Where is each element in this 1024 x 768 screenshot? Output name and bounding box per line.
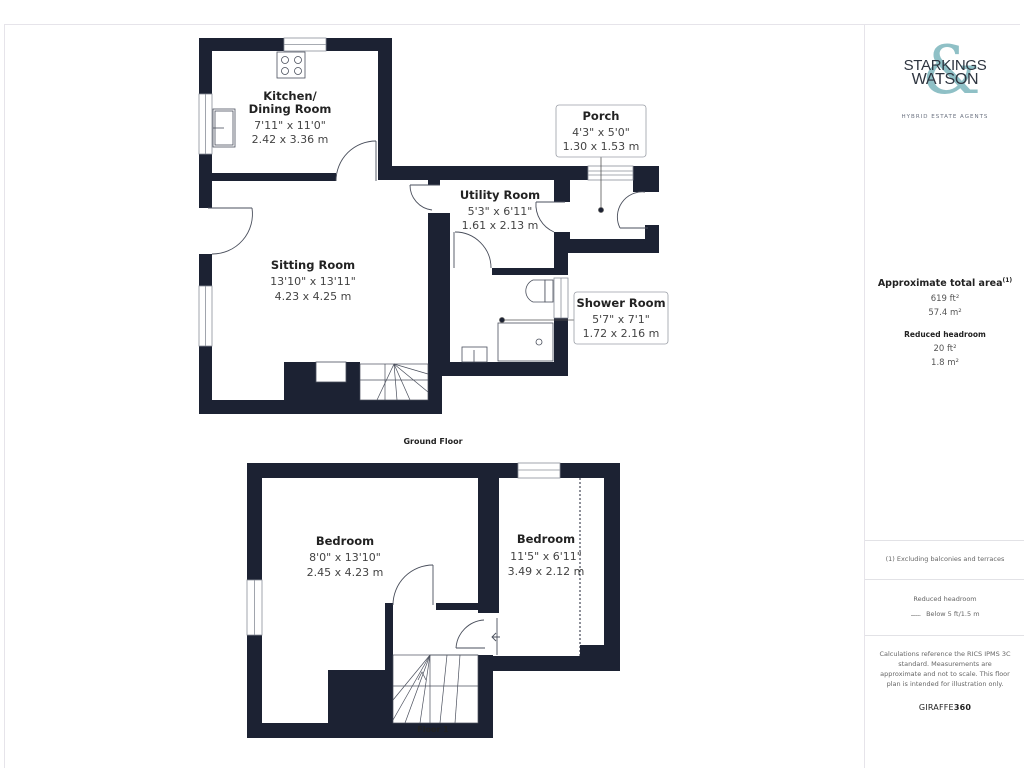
reduced-headroom-m: 1.8 m² — [931, 358, 959, 369]
kitchen-name-line2: Dining Room — [249, 102, 332, 116]
total-area-title: Approximate total area(1) — [865, 277, 1024, 289]
dotted-line-icon: ......... — [910, 610, 921, 618]
shower-dim-metric: 1.72 x 2.16 m — [583, 327, 660, 340]
bedroom1-name: Bedroom — [316, 534, 374, 548]
credit-number: 360 — [953, 703, 972, 712]
basin-icon — [461, 346, 488, 363]
giraffe360-credit: GIRAFFE360 — [865, 703, 1024, 712]
total-area-title-text: Approximate total area — [877, 278, 1003, 290]
utility-dim-metric: 1.61 x 2.13 m — [462, 219, 539, 232]
reduced-headroom-ft: 20 ft² — [933, 344, 957, 355]
bedroom2-window — [517, 462, 561, 479]
kitchen-name-line1: Kitchen/ — [263, 89, 317, 103]
porch-name: Porch — [582, 109, 619, 123]
divider — [865, 579, 1024, 580]
porch-dim-imperial: 4'3" x 5'0" — [572, 126, 630, 139]
first-floor-label: Floor 1 — [417, 725, 449, 734]
total-area-ft: 619 ft² — [930, 294, 960, 305]
kitchen-dim-imperial: 7'11" x 11'0" — [254, 119, 326, 132]
kitchen-dim-metric: 2.42 x 3.36 m — [252, 133, 329, 146]
utility-name: Utility Room — [460, 188, 540, 202]
footnote-marker: (1) — [1002, 277, 1013, 284]
shower-dim-imperial: 5'7" x 7'1" — [592, 313, 650, 326]
brand-line1: STARKINGS — [903, 57, 987, 74]
divider — [865, 540, 1024, 541]
divider — [865, 635, 1024, 636]
brand-tagline: HYBRID ESTATE AGENTS — [901, 114, 989, 120]
first-floor-walls — [247, 463, 620, 738]
ground-floor-plan: Kitchen/ Dining Room 7'11" x 11'0" 2.42 … — [198, 37, 669, 446]
total-area-m: 57.4 m² — [928, 308, 962, 319]
first-floor-plan: Bedroom 8'0" x 13'10" 2.45 x 4.23 m Bedr… — [246, 462, 620, 738]
bedroom2-dim-imperial: 11'5" x 6'11" — [510, 550, 582, 563]
first-floor-stairs — [392, 654, 479, 724]
disclaimer: Calculations reference the RICS IPMS 3C … — [879, 650, 1011, 688]
reduced-headroom-title: Reduced headroom — [904, 330, 986, 340]
shower-tray-icon — [497, 322, 554, 362]
legend-title: Reduced headroom — [913, 595, 977, 603]
arrow-left-icon — [491, 632, 500, 642]
credit-text: GIRAFFE — [918, 703, 954, 712]
first-floor-doors — [392, 564, 498, 655]
ground-floor-walls — [199, 38, 659, 414]
bedroom1-dim-imperial: 8'0" x 13'10" — [309, 551, 381, 564]
bedroom2-dim-metric: 3.49 x 2.12 m — [508, 565, 585, 578]
porch-callout-box — [555, 104, 647, 158]
ground-floor-stairs — [359, 363, 429, 401]
utility-dim-imperial: 5'3" x 6'11" — [468, 205, 533, 218]
porch-top-window — [587, 165, 634, 181]
disclaimer-block: Calculations reference the RICS IPMS 3C … — [865, 649, 1024, 712]
ground-floor-doors — [208, 140, 648, 269]
info-sidebar: & STARKINGS WATSON HYBRID ESTATE AGENTS … — [864, 24, 1024, 768]
floor-plan-drawing: Kitchen/ Dining Room 7'11" x 11'0" 2.42 … — [198, 37, 669, 738]
toilet-icon — [525, 279, 554, 303]
ground-floor-label: Ground Floor — [403, 437, 462, 446]
ground-floor-windows — [198, 37, 634, 347]
shower-callout-box — [573, 291, 669, 345]
first-floor-windows — [246, 462, 561, 636]
porch-dim-metric: 1.30 x 1.53 m — [563, 140, 640, 153]
legend-row: ......... Below 5 ft/1.5 m — [865, 610, 1024, 618]
bedroom2-name: Bedroom — [517, 532, 575, 546]
legend-text: Below 5 ft/1.5 m — [926, 610, 980, 618]
stove-icon — [315, 361, 347, 383]
shower-name: Shower Room — [576, 296, 665, 310]
callout-leaders — [499, 155, 604, 323]
ampersand-mark: & — [922, 32, 981, 109]
area-summary: Approximate total area(1) 619 ft² 57.4 m… — [865, 277, 1024, 368]
sitting-dim-metric: 4.23 x 4.25 m — [275, 290, 352, 303]
brand-line2: WATSON — [911, 71, 979, 88]
bedroom1-dim-metric: 2.45 x 4.23 m — [307, 566, 384, 579]
hob-icon — [276, 51, 306, 79]
sitting-name: Sitting Room — [271, 258, 355, 272]
footnote: (1) Excluding balconies and terraces — [885, 555, 1005, 563]
headroom-legend: Reduced headroom ......... Below 5 ft/1.5… — [865, 595, 1024, 618]
ground-floor-fixtures — [212, 51, 554, 383]
brand-logo: & STARKINGS WATSON HYBRID ESTATE AGENTS — [865, 38, 1024, 121]
page-frame — [4, 24, 1020, 768]
sitting-dim-imperial: 13'10" x 13'11" — [270, 275, 356, 288]
